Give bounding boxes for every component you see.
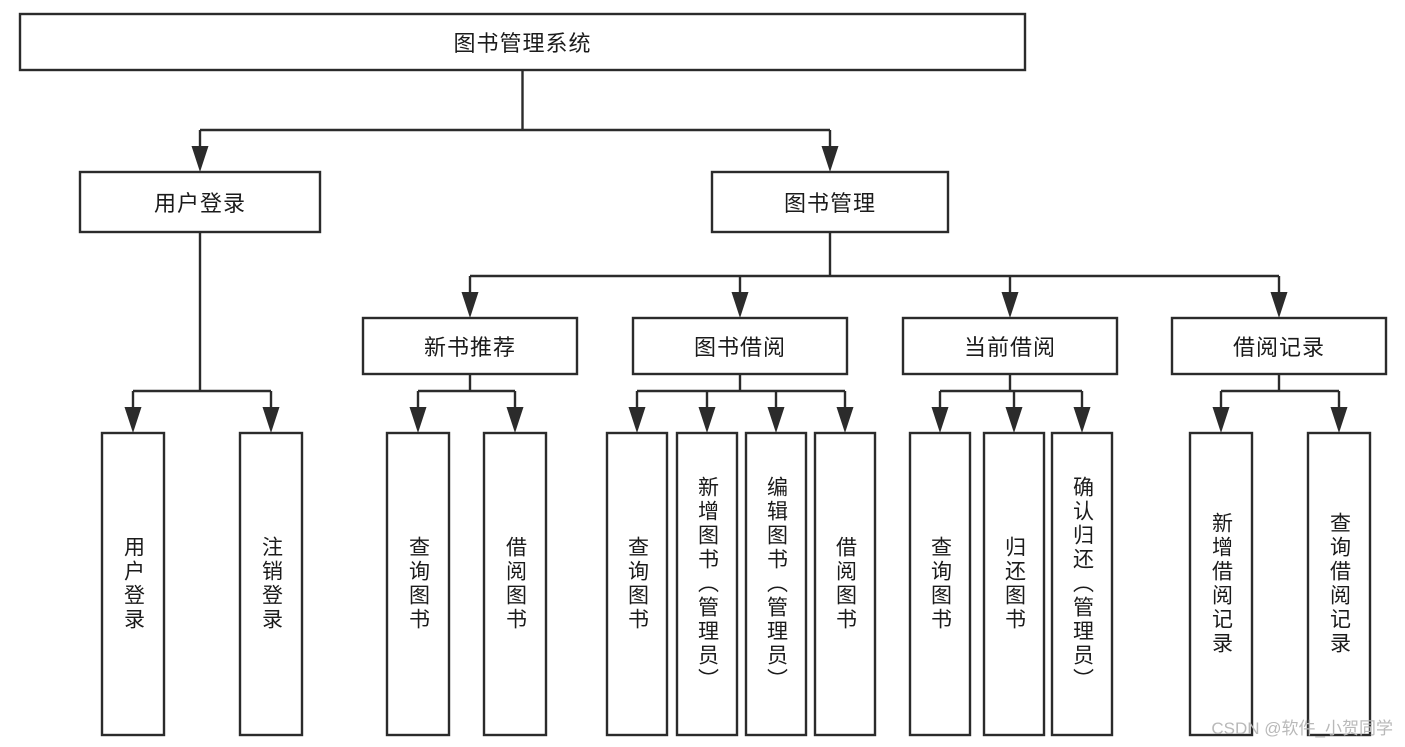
- arrow-head-current-borrow: [1001, 292, 1019, 318]
- node-box-leaf-add-borrow-record: [1188, 431, 1254, 737]
- arrow-head-user-login: [191, 146, 209, 172]
- node-box-book-borrow: [631, 316, 849, 376]
- arrow-head-leaf-query-book-current: [931, 407, 949, 433]
- node-box-borrow-record: [1170, 316, 1388, 376]
- arrow-head-leaf-return-book: [1005, 407, 1023, 433]
- arrow-head-book-borrow: [731, 292, 749, 318]
- node-box-leaf-return-book: [982, 431, 1046, 737]
- arrow-head-leaf-add-book-admin: [698, 407, 716, 433]
- node-box-leaf-query-book-borrow: [605, 431, 669, 737]
- arrow-head-leaf-user-login: [124, 407, 142, 433]
- node-box-leaf-confirm-return-admin: [1050, 431, 1114, 737]
- arrow-head-leaf-query-borrow-record: [1330, 407, 1348, 433]
- node-box-leaf-logout-login: [238, 431, 304, 737]
- arrow-head-leaf-logout-login: [262, 407, 280, 433]
- arrow-head-leaf-query-book-recommend: [409, 407, 427, 433]
- arrow-head-new-book-recommend: [461, 292, 479, 318]
- arrow-head-borrow-record: [1270, 292, 1288, 318]
- node-box-leaf-add-book-admin: [675, 431, 739, 737]
- node-box-user-login: [78, 170, 322, 234]
- node-box-root: [18, 12, 1027, 72]
- edges-layer: [124, 70, 1348, 433]
- node-box-leaf-borrow-book: [813, 431, 877, 737]
- node-box-current-borrow: [901, 316, 1119, 376]
- node-box-leaf-user-login: [100, 431, 166, 737]
- node-box-book-management: [710, 170, 950, 234]
- arrow-head-leaf-edit-book-admin: [767, 407, 785, 433]
- node-box-leaf-query-book-recommend: [385, 431, 451, 737]
- node-box-leaf-borrow-book-recommend: [482, 431, 548, 737]
- node-box-leaf-query-borrow-record: [1306, 431, 1372, 737]
- node-box-leaf-query-book-current: [908, 431, 972, 737]
- arrow-head-leaf-borrow-book-recommend: [506, 407, 524, 433]
- arrow-head-book-management: [821, 146, 839, 172]
- boxes-layer: [18, 12, 1388, 737]
- arrow-head-leaf-borrow-book: [836, 407, 854, 433]
- arrow-head-leaf-add-borrow-record: [1212, 407, 1230, 433]
- arrow-head-leaf-query-book-borrow: [628, 407, 646, 433]
- node-box-leaf-edit-book-admin: [744, 431, 808, 737]
- arrow-head-leaf-confirm-return-admin: [1073, 407, 1091, 433]
- node-box-new-book-recommend: [361, 316, 579, 376]
